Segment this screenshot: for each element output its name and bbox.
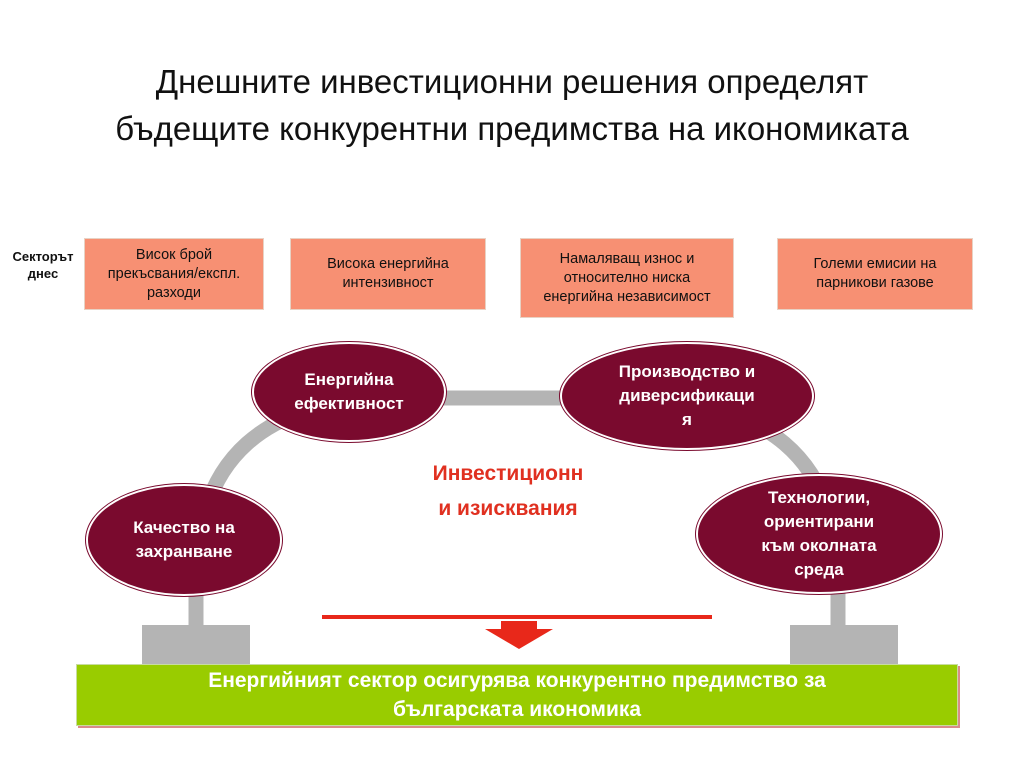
sector-box-export-dependence: Намаляващ износ и относително ниска енер… <box>520 238 734 318</box>
sector-box-energy-intensity: Висока енергийна интензивност <box>290 238 486 310</box>
oval-environmental-technologies: Технологии, ориентирани към околната сре… <box>696 474 942 594</box>
left-pedestal <box>142 625 250 669</box>
sector-box-text: енергийна независимост <box>543 288 711 305</box>
sector-label-line-2: днес <box>27 266 59 281</box>
sector-today-label: Секторът днес <box>0 248 86 282</box>
oval-energy-efficiency: Енергийна ефективност <box>252 342 446 442</box>
oval-text: Производство и <box>618 362 756 381</box>
oval-text: я <box>682 410 692 429</box>
sector-box-text: Намаляващ износ и <box>559 250 695 267</box>
oval-text: среда <box>794 560 844 579</box>
conclusion-banner: Енергийният сектор осигурява конкурентно… <box>76 664 958 726</box>
oval-text: Качество на <box>133 518 235 537</box>
sector-box-text: Големи емисии на <box>813 256 937 272</box>
center-text-line-1: Инвестиционн <box>432 462 584 485</box>
oval-text: Технологии, <box>767 488 871 507</box>
oval-text: диверсификаци <box>619 386 755 405</box>
oval-production-diversification: Производство и диверсификаци я <box>560 342 814 450</box>
sector-box-text: парникови газове <box>816 275 934 291</box>
sector-box-interruptions: Висок брой прекъсвания/експл. разходи <box>84 238 264 310</box>
sector-box-text: Висока енергийна <box>327 256 449 272</box>
oval-text: ефективност <box>294 394 404 413</box>
red-divider-line <box>322 615 712 619</box>
conclusion-line-1: Енергийният сектор осигурява конкурентно… <box>208 669 826 692</box>
sector-box-text: относително ниска <box>563 269 691 286</box>
oval-text: Енергийна <box>304 370 394 389</box>
oval-text: към околната <box>761 536 877 555</box>
sector-box-text: интензивност <box>342 275 434 291</box>
page-title: Днешните инвестиционни решения определят… <box>40 58 984 152</box>
sector-box-text: прекъсвания/експл. <box>107 265 241 282</box>
conclusion-line-2: българската икономика <box>392 698 642 721</box>
sector-box-text: Висок брой <box>135 246 213 263</box>
sector-box-emissions: Големи емисии на парникови газове <box>777 238 973 310</box>
down-arrow-icon <box>485 621 553 649</box>
center-text-line-2: и изисквания <box>438 497 578 520</box>
oval-text: захранване <box>135 542 233 561</box>
right-pedestal <box>790 625 898 669</box>
oval-text: ориентирани <box>763 512 875 531</box>
oval-supply-quality: Качество на захранване <box>86 484 282 596</box>
title-line-1: Днешните инвестиционни решения определят <box>155 63 869 100</box>
investment-requirements-label: Инвестиционн и изисквания <box>398 456 618 526</box>
sector-box-text: разходи <box>146 284 201 301</box>
title-line-2: бъдещите конкурентни предимства на иконо… <box>115 110 909 147</box>
sector-label-line-1: Секторът <box>12 249 74 264</box>
